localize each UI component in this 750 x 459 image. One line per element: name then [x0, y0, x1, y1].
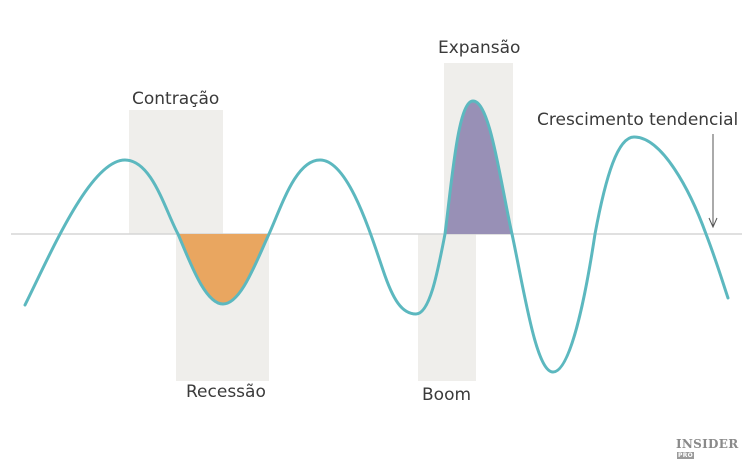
- expansion-label: Expansão: [438, 38, 521, 58]
- recession-label: Recessão: [186, 382, 266, 402]
- logo-text: INSIDER: [676, 437, 739, 451]
- boom-band: [418, 234, 476, 381]
- contraction-band: [129, 110, 223, 234]
- logo-badge: PRO: [677, 452, 695, 459]
- economic-cycle-curve: [23, 99, 730, 374]
- boom-label: Boom: [422, 385, 472, 405]
- recession-area: [178, 234, 269, 304]
- insider-pro-logo: INSIDERPRO: [676, 437, 750, 459]
- expansion-area: [445, 101, 512, 234]
- contraction-label: Contração: [132, 89, 220, 109]
- trend-growth-label: Crescimento tendencial: [537, 110, 739, 130]
- trend-arrow-head-icon: [708, 217, 718, 229]
